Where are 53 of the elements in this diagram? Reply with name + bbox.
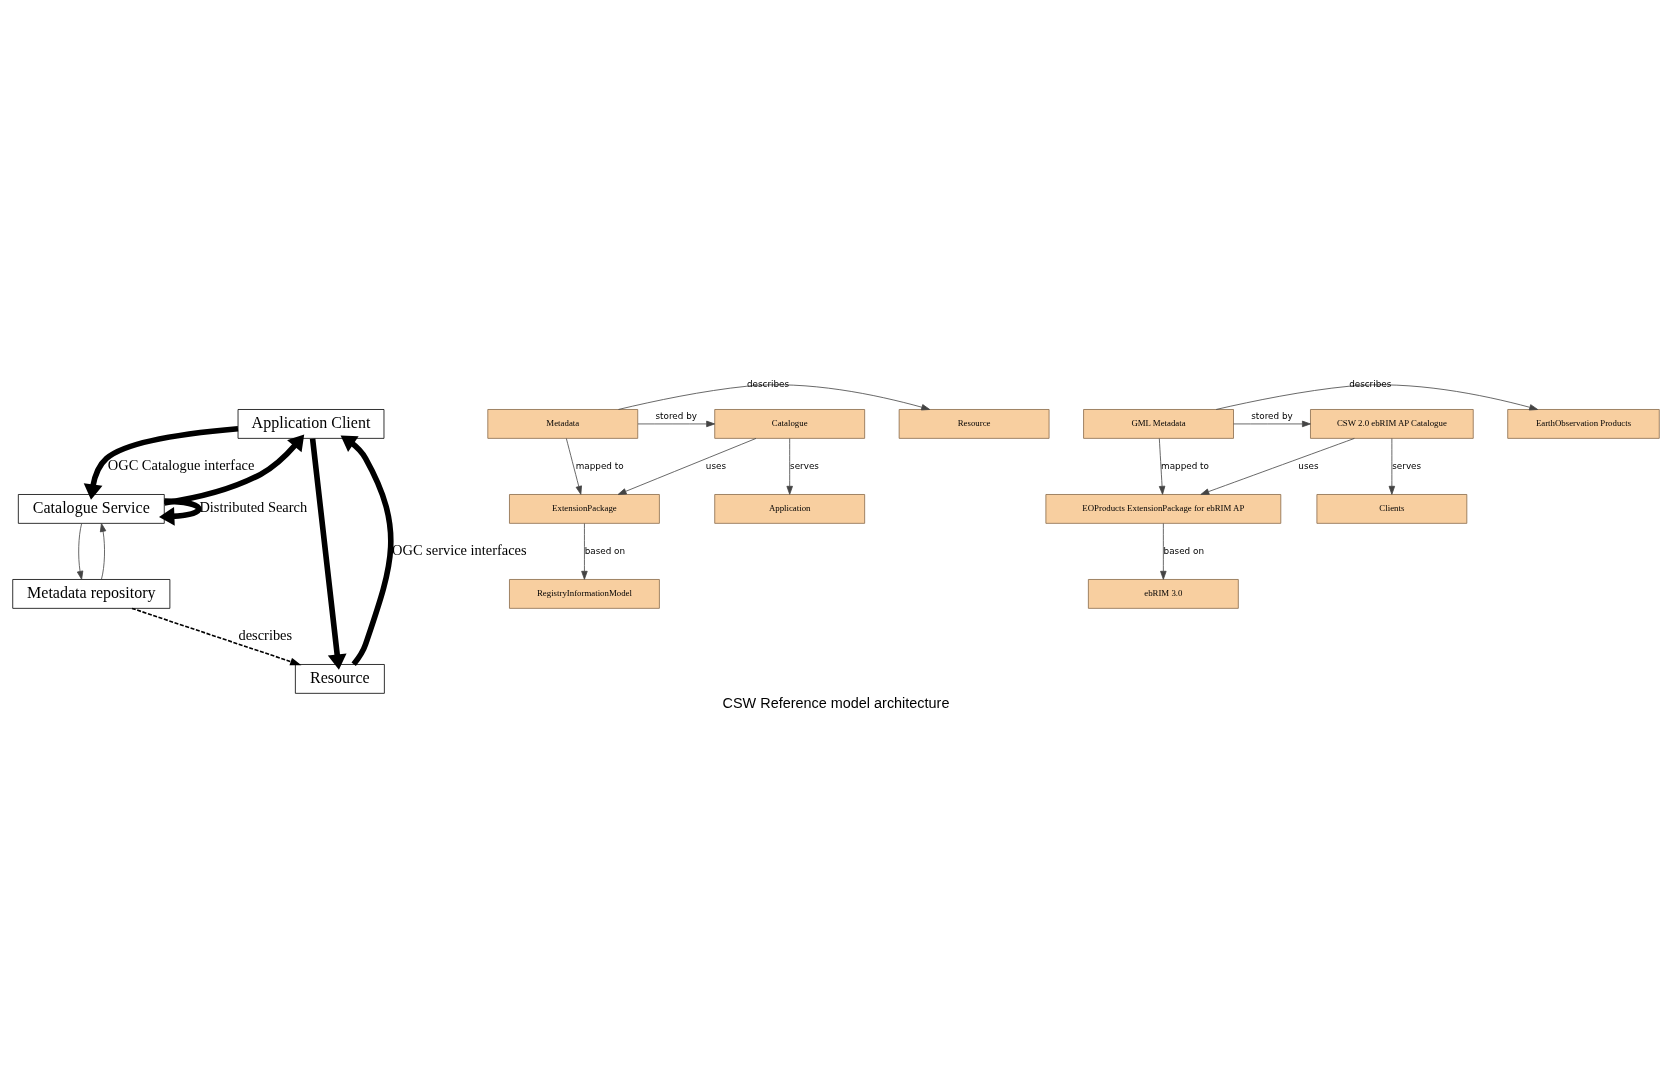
edge-label: uses [705,460,727,471]
arrow [309,438,347,670]
edge-label: mapped to [1161,460,1209,471]
edge-label: serves [790,460,819,471]
edge-label: Distributed Search [199,499,308,516]
arrow [581,523,588,580]
edge-label: OGC Catalogue interface [107,456,255,473]
node-box: Application [714,494,866,524]
edge-label: based on [1163,545,1204,556]
edge-label: describes [1349,378,1392,389]
arrow [565,438,582,495]
node-box: Catalogue Service [17,494,165,524]
node-box: Metadata repository [12,579,171,609]
node-box: Catalogue [714,409,866,439]
arrow [131,607,302,666]
arrow [618,384,931,411]
arrow [1200,438,1355,495]
edge-label: based on [584,545,626,556]
edge-label: mapped to [575,460,624,471]
caption: CSW Reference model architecture [722,695,950,712]
arrow [637,420,716,428]
node-box: Metadata [487,409,639,439]
arrow [1160,523,1167,580]
arrow [1158,438,1166,495]
edge-label: describes [746,378,790,389]
node-box: EOProducts ExtensionPackage for ebRIM AP [1045,494,1282,524]
node-box: ExtensionPackage [509,494,660,524]
node-box: ebRIM 3.0 [1087,579,1239,609]
edge-label: serves [1392,460,1422,471]
node-box: RegistryInformationModel [509,579,660,609]
arrow [786,438,793,495]
node-box: Resource [898,409,1050,439]
arrow [159,498,202,526]
edge-label: stored by [1251,410,1293,421]
edge-label: uses [1298,460,1319,471]
node-box: Resource [294,664,385,694]
node-box: EarthObservation Products [1507,409,1660,439]
arrow [76,523,84,580]
arrow [1233,420,1311,428]
edge-label: stored by [655,410,697,421]
node-box: Clients [1316,494,1468,524]
arrow [617,438,757,495]
arrow [1388,438,1396,495]
arrow [163,434,305,506]
edge-label: describes [238,626,293,643]
arrow [1215,384,1539,411]
arrow [340,435,394,666]
edge-label: OGC service interfaces [392,541,527,558]
node-box: CSW 2.0 ebRIM AP Catalogue [1310,409,1474,439]
arrow [83,425,239,500]
arrow [99,523,107,580]
node-box: GML Metadata [1083,409,1234,439]
node-box: Application Client [237,409,385,439]
